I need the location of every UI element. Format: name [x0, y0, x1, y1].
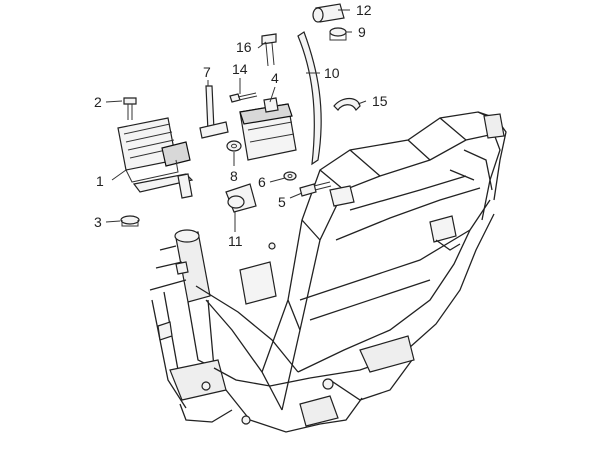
callout-12: 12	[356, 2, 372, 18]
callout-6: 6	[258, 174, 266, 190]
head-tube-top	[174, 229, 200, 243]
frame-bracket-right	[429, 215, 457, 243]
ht-cable-10	[297, 31, 322, 166]
callout-2: 2	[94, 94, 102, 110]
callout-5: 5	[278, 194, 286, 210]
frame-bracket-mid	[329, 185, 355, 207]
callout-numbers: 1 2 3 4 5 6 7 8 9 10 11 12 14 15 16	[94, 2, 388, 249]
screw-16	[261, 33, 277, 67]
callout-11: 11	[228, 233, 243, 249]
frame-bracket-left	[239, 261, 277, 305]
voltage-regulator	[117, 117, 191, 183]
callout-7: 7	[203, 64, 211, 80]
callout-4: 4	[271, 70, 279, 86]
callout-3: 3	[94, 214, 102, 230]
screw-14	[229, 92, 258, 103]
callout-10: 10	[324, 65, 340, 81]
callout-15: 15	[372, 93, 388, 109]
connector-12	[312, 3, 345, 23]
clip-ring-15	[333, 97, 361, 112]
regulator-bracket	[132, 173, 194, 199]
leader-lines	[105, 9, 367, 232]
callout-9: 9	[358, 24, 366, 40]
clip-3	[120, 215, 140, 227]
bracket-7	[199, 85, 229, 139]
washer-6	[283, 171, 297, 181]
screw-2	[123, 97, 137, 120]
scooter-frame	[149, 111, 507, 433]
callout-14: 14	[232, 61, 248, 77]
spark-plug-cap-9	[329, 27, 347, 41]
callout-16: 16	[236, 39, 252, 55]
spark-plug-cap-11	[225, 183, 257, 213]
callout-8: 8	[230, 168, 238, 184]
callout-1: 1	[96, 173, 104, 189]
washer-8	[226, 140, 242, 152]
ignition-coil	[239, 97, 297, 161]
